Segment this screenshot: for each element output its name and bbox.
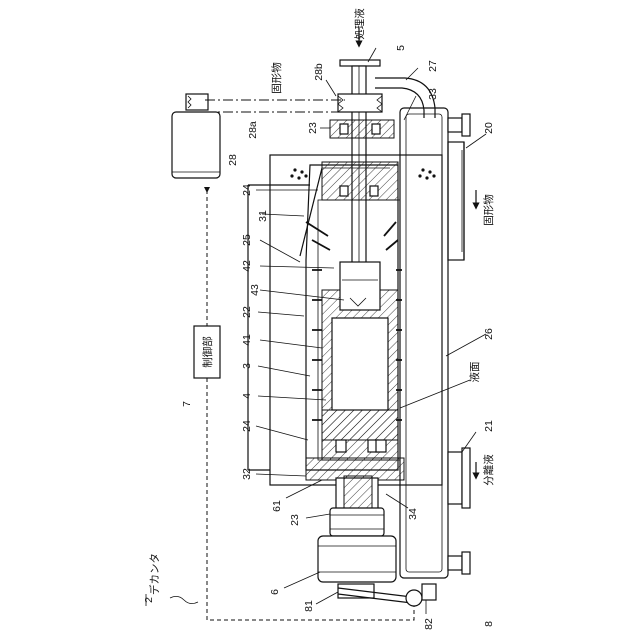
numeral-41: 41 xyxy=(241,334,253,346)
numeral-3: 3 xyxy=(241,363,253,369)
svg-text:7: 7 xyxy=(181,401,193,407)
numeral-28: 28 xyxy=(227,154,239,166)
numeral-61: 61 xyxy=(271,500,283,512)
svg-text:43: 43 xyxy=(249,284,261,296)
svg-text:21: 21 xyxy=(483,420,495,432)
numeral-6: 6 xyxy=(269,589,281,595)
svg-text:5: 5 xyxy=(395,45,407,51)
svg-text:81: 81 xyxy=(303,600,315,612)
svg-text:2: 2 xyxy=(143,597,155,603)
numeral-28b: 28b xyxy=(313,63,325,81)
svg-text:固形物: 固形物 xyxy=(270,62,283,94)
svg-text:28: 28 xyxy=(227,154,239,166)
svg-text:61: 61 xyxy=(271,500,283,512)
numeral-2: 2 xyxy=(143,597,155,603)
numeral-23b: 23 xyxy=(289,514,301,526)
numeral-25: 25 xyxy=(241,234,253,246)
numeral-24a: 24 xyxy=(241,184,253,196)
bearing-24-bottom xyxy=(322,410,398,460)
numeral-28a: 28a xyxy=(247,121,259,139)
gearbox-6 xyxy=(318,536,396,582)
pulley-61 xyxy=(330,508,384,536)
bearing-23-top xyxy=(330,120,394,138)
fitting-28b xyxy=(338,94,382,112)
svg-text:24: 24 xyxy=(241,184,253,196)
svg-text:分離液: 分離液 xyxy=(482,454,495,486)
svg-text:27: 27 xyxy=(427,60,439,72)
svg-text:23: 23 xyxy=(289,514,301,526)
nozzle-top xyxy=(448,114,470,136)
label-processing-liquid: 処理液 xyxy=(353,8,366,40)
nozzle-21 xyxy=(448,448,470,508)
numeral-26: 26 xyxy=(483,328,495,340)
svg-text:3: 3 xyxy=(241,363,253,369)
pipe-27 xyxy=(375,78,435,118)
svg-text:32: 32 xyxy=(241,468,253,480)
numeral-33: 33 xyxy=(427,88,439,100)
drive-81 xyxy=(338,584,436,606)
numeral-8: 8 xyxy=(483,621,495,627)
nozzle-bottom xyxy=(448,552,470,574)
svg-text:33: 33 xyxy=(427,88,439,100)
label-liquid-surface: 液面 xyxy=(468,362,481,383)
label-separated-liquid: 分離液 xyxy=(482,454,495,486)
numeral-7: 7 xyxy=(181,401,193,407)
feed-pipe xyxy=(340,28,380,286)
solids-outlet-20 xyxy=(448,142,464,260)
numeral-24b: 24 xyxy=(241,420,253,432)
numeral-42: 42 xyxy=(241,260,253,272)
svg-text:23: 23 xyxy=(307,122,319,134)
svg-text:25: 25 xyxy=(241,234,253,246)
bearing-24-top xyxy=(322,162,398,200)
svg-text:処理液: 処理液 xyxy=(353,8,366,40)
svg-text:8: 8 xyxy=(483,621,495,627)
svg-text:42: 42 xyxy=(241,260,253,272)
svg-text:24: 24 xyxy=(241,420,253,432)
numeral-32: 32 xyxy=(241,468,253,480)
svg-text:22: 22 xyxy=(241,306,253,318)
svg-text:34: 34 xyxy=(407,508,419,520)
svg-text:4: 4 xyxy=(241,393,253,399)
svg-text:20: 20 xyxy=(483,122,495,134)
svg-text:82: 82 xyxy=(423,618,435,630)
numeral-31: 31 xyxy=(257,210,269,222)
label-decanter: デカンタ xyxy=(148,553,161,595)
numeral-22: 22 xyxy=(241,306,253,318)
numeral-23a: 23 xyxy=(307,122,319,134)
svg-text:6: 6 xyxy=(269,589,281,595)
label-solids-right: 固形物 xyxy=(482,194,495,226)
label-controller: 制御部 xyxy=(201,336,214,368)
numeral-34: 34 xyxy=(407,508,419,520)
svg-text:28a: 28a xyxy=(247,121,259,139)
svg-text:液面: 液面 xyxy=(468,362,481,383)
numeral-27: 27 xyxy=(427,60,439,72)
label-solids-top: 固形物 xyxy=(270,62,283,94)
numeral-82: 82 xyxy=(423,618,435,630)
numeral-81: 81 xyxy=(303,600,315,612)
svg-text:41: 41 xyxy=(241,334,253,346)
svg-text:固形物: 固形物 xyxy=(482,194,495,226)
svg-text:26: 26 xyxy=(483,328,495,340)
numeral-4: 4 xyxy=(241,393,253,399)
numeral-43: 43 xyxy=(249,284,261,296)
numeral-20: 20 xyxy=(483,122,495,134)
svg-text:28b: 28b xyxy=(313,63,325,81)
motor-28 xyxy=(172,94,220,178)
svg-text:デカンタ: デカンタ xyxy=(148,553,161,595)
numeral-21: 21 xyxy=(483,420,495,432)
svg-text:制御部: 制御部 xyxy=(201,336,214,368)
svg-text:31: 31 xyxy=(257,210,269,222)
numeral-5: 5 xyxy=(395,45,407,51)
